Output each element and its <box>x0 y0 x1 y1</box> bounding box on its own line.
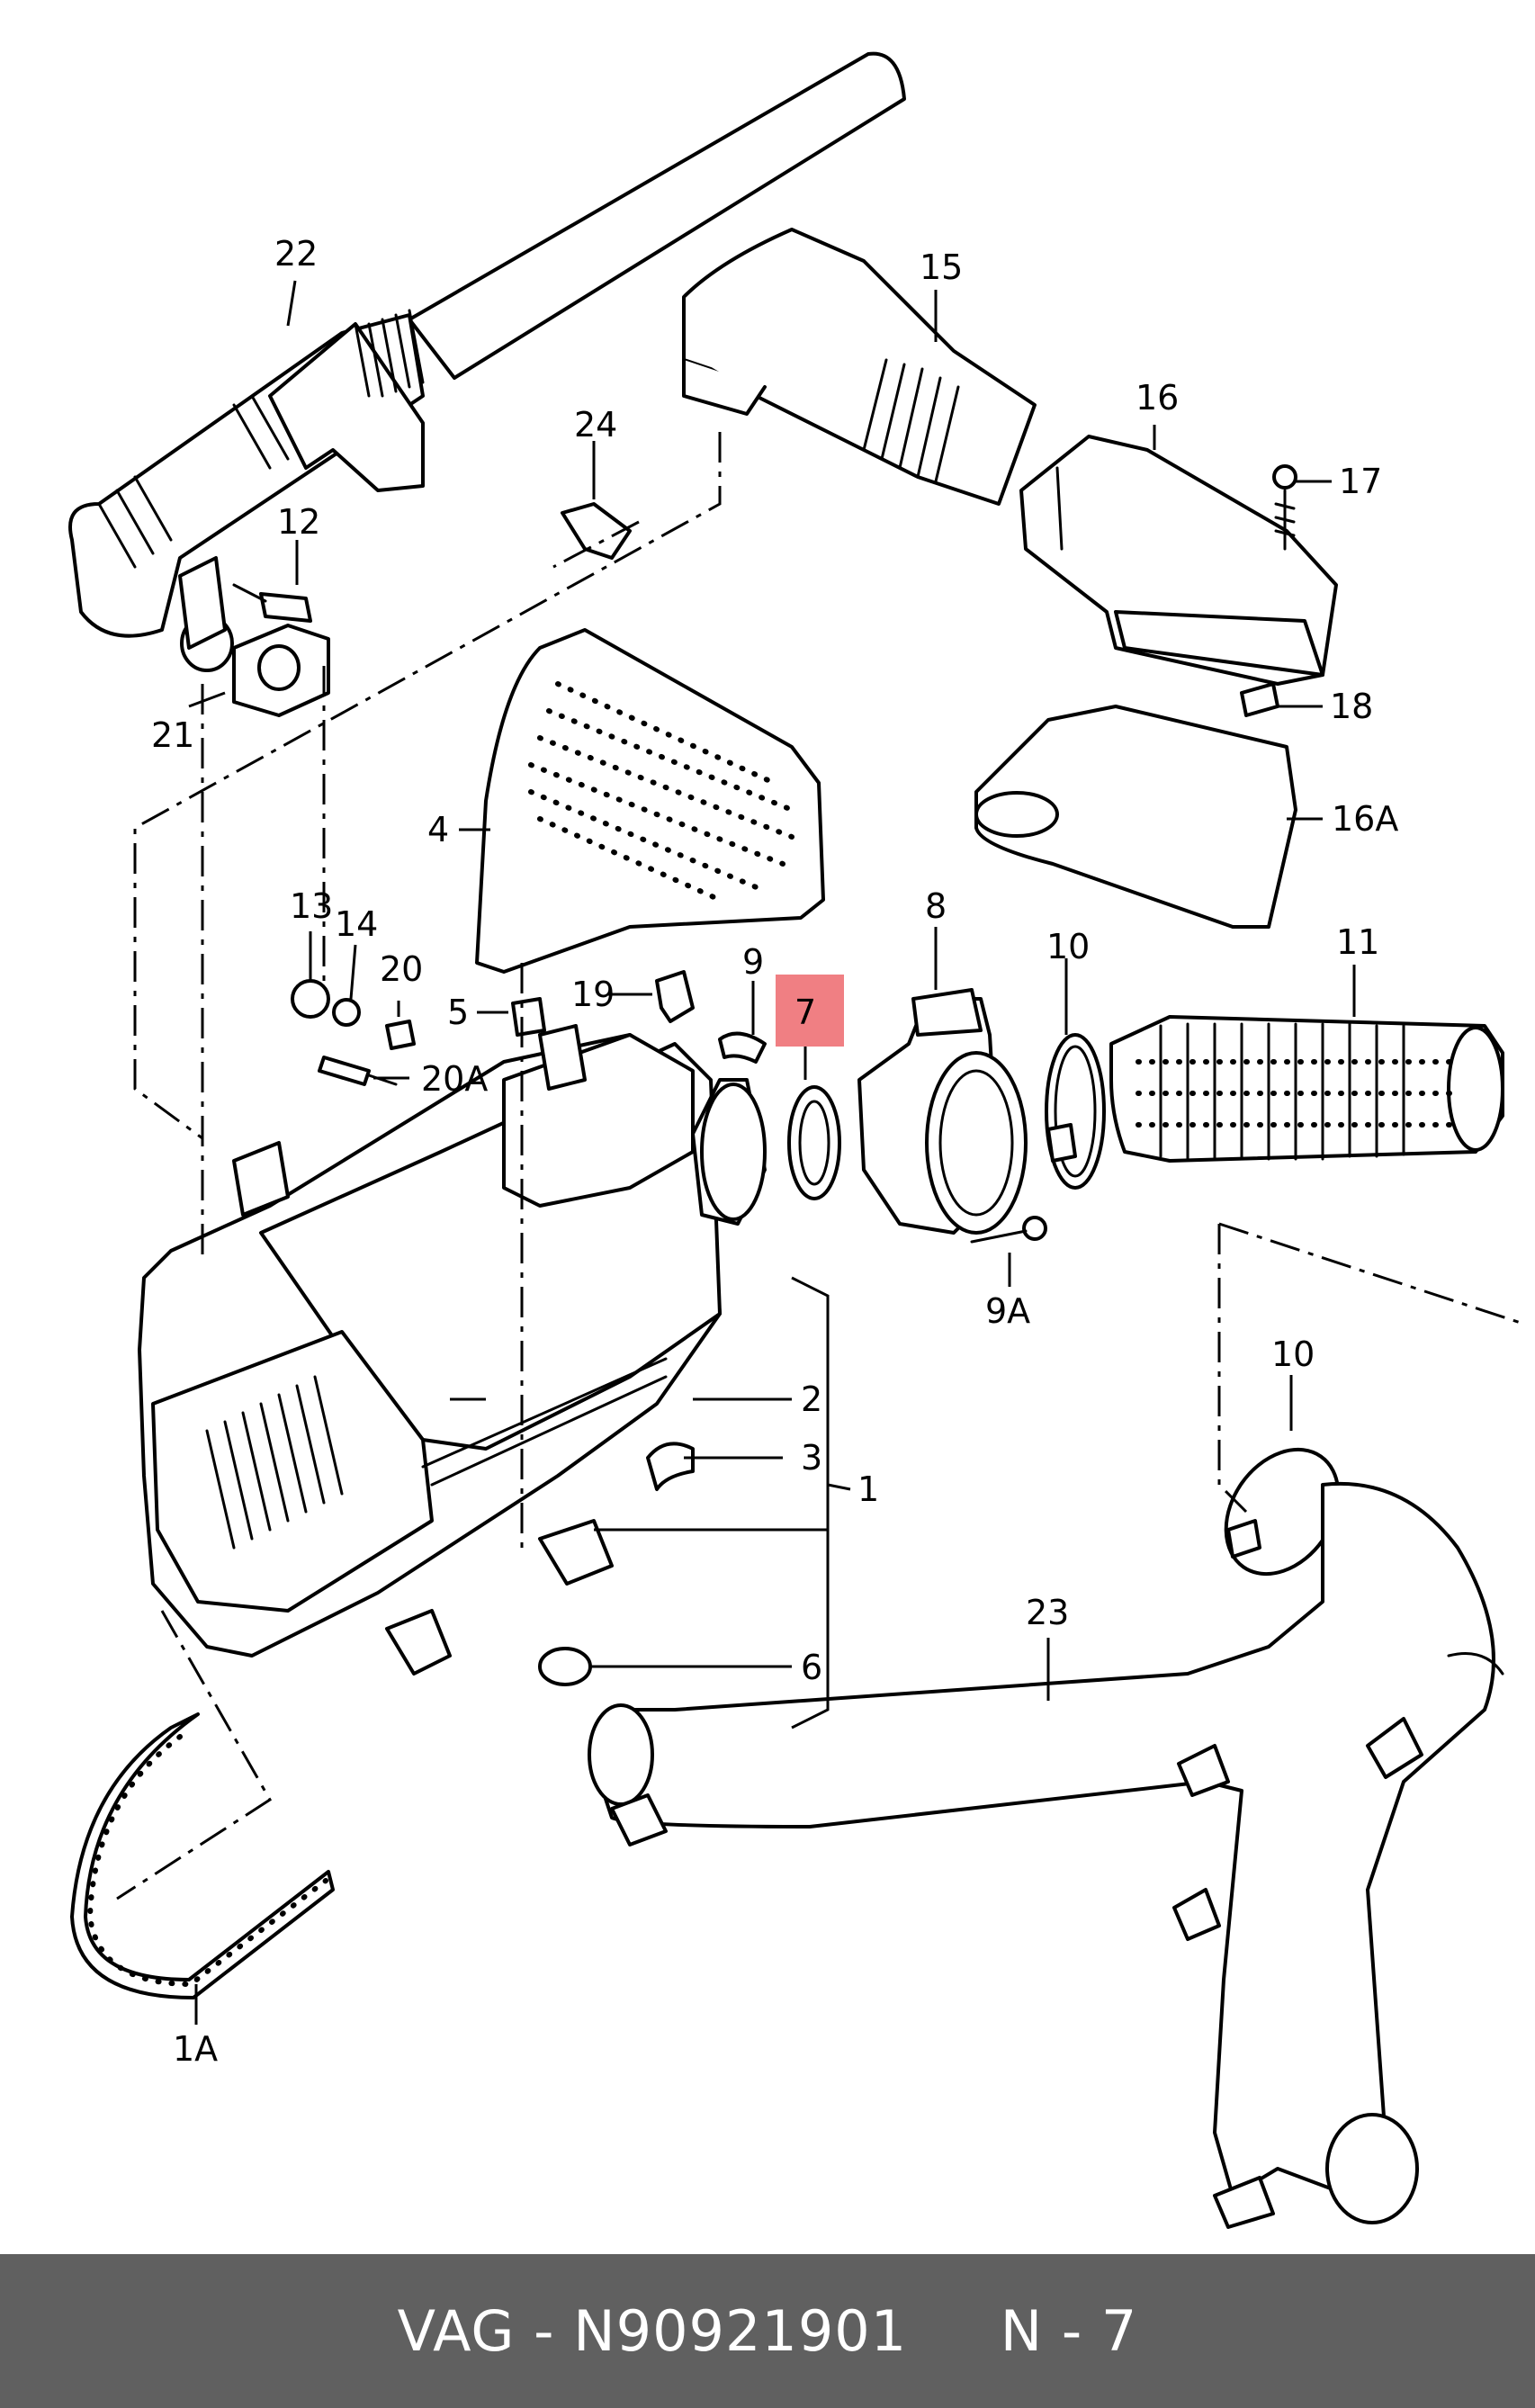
callout-1: 1 <box>857 1469 879 1509</box>
part-15-air-guide <box>682 228 1037 506</box>
housing-outlet <box>691 1078 767 1226</box>
part-18-clip <box>1240 682 1279 717</box>
leader-lines <box>188 280 1356 2025</box>
part-12-bolt <box>232 583 312 623</box>
part-number-caption: VAG - N90921901 N - 7 <box>397 2298 1138 2364</box>
part-22-intake-duct <box>68 51 906 672</box>
part-4-cover <box>475 628 825 974</box>
callout-16: 16 <box>1136 378 1179 418</box>
callout-14: 14 <box>335 904 378 944</box>
callout-4: 4 <box>427 810 449 849</box>
part-11-hose <box>1109 1015 1504 1163</box>
callout-24: 24 <box>574 405 617 445</box>
part-9a-screw <box>970 1216 1047 1244</box>
callout-23: 23 <box>1026 1593 1069 1632</box>
callout-9a: 9A <box>985 1291 1030 1331</box>
callout-15: 15 <box>920 247 963 287</box>
part-3-clip <box>646 1442 695 1491</box>
part-16-air-duct <box>1019 435 1338 686</box>
callout-2: 2 <box>801 1379 822 1419</box>
part-19-valve <box>655 970 695 1023</box>
callout-1a: 1A <box>173 2029 218 2069</box>
callout-10-lower: 10 <box>1271 1334 1315 1374</box>
callout-6: 6 <box>801 1648 822 1687</box>
callout-21: 21 <box>151 715 194 755</box>
part-10-clamp-lower <box>1224 1447 1341 1577</box>
callout-17: 17 <box>1339 462 1382 501</box>
part-24-clip <box>561 502 632 560</box>
callout-22: 22 <box>274 234 318 274</box>
callout-20: 20 <box>380 949 423 989</box>
callout-10-upper: 10 <box>1046 927 1090 966</box>
part-10-clamp-upper <box>1045 1033 1106 1190</box>
callout-labels: 22 15 16 17 24 12 21 18 4 16A 13 14 20 8… <box>151 234 1398 2069</box>
part-5-clip <box>511 997 546 1037</box>
part-21-grommet <box>232 624 330 717</box>
callout-11: 11 <box>1336 922 1379 962</box>
callout-19: 19 <box>571 975 615 1014</box>
part-16a-air-duct <box>974 705 1297 929</box>
callout-3: 3 <box>801 1438 822 1478</box>
part-9-clip <box>718 1031 767 1064</box>
part-1-housing <box>138 1024 722 1676</box>
callout-20a: 20A <box>421 1059 488 1099</box>
callout-12: 12 <box>277 502 320 542</box>
callout-7-highlight <box>776 975 844 1047</box>
parts-diagram: 22 15 16 17 24 12 21 18 4 16A 13 14 20 8… <box>68 51 1522 2229</box>
part-1a-seal <box>70 1712 335 1999</box>
callout-18: 18 <box>1330 687 1373 726</box>
callout-8: 8 <box>925 886 947 926</box>
callout-16a: 16A <box>1332 799 1398 839</box>
part-6-grommet <box>538 1647 592 1686</box>
part-17-screw <box>1272 464 1297 551</box>
part-23-pipe <box>588 1481 1504 2229</box>
callout-5: 5 <box>447 993 469 1032</box>
assembly-lines <box>116 432 1522 1900</box>
callout-9: 9 <box>742 942 764 982</box>
part-8-air-mass-meter <box>857 988 1028 1235</box>
part-7-seal-ring <box>787 1085 841 1200</box>
footer-bar: VAG - N90921901 N - 7 <box>0 2254 1535 2408</box>
callout-13: 13 <box>290 886 333 926</box>
callout-7: 7 <box>794 993 816 1032</box>
small-fasteners <box>291 979 416 1086</box>
